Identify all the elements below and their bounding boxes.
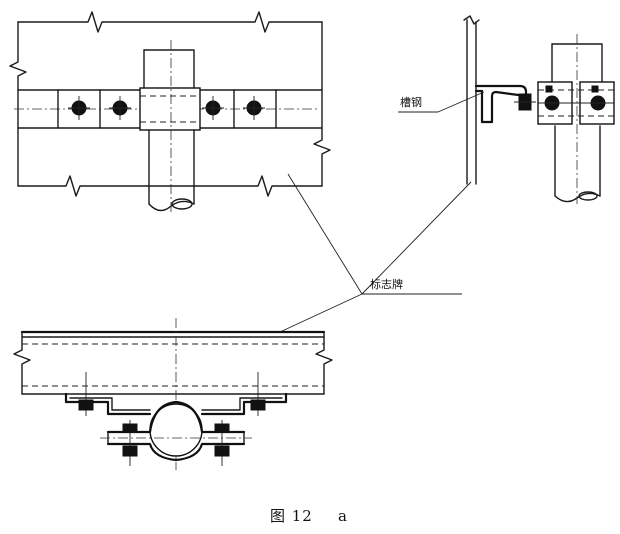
side-bracket (474, 84, 536, 124)
elevation-bracket (64, 392, 288, 416)
sign-plate-leader: 标志牌 (279, 173, 472, 333)
elevation-beam (13, 318, 333, 470)
side-clamp (537, 81, 615, 125)
plan-pipe (143, 40, 195, 212)
side-view: 槽钢 (398, 15, 615, 204)
plan-clamp-block (139, 87, 201, 131)
channel-steel-label: 槽钢 (400, 96, 422, 109)
elevation-clamp-bolt-right (214, 420, 230, 466)
channel-steel-leader: 槽钢 (398, 91, 485, 113)
elevation-bolt-left (78, 372, 94, 416)
side-pipe (551, 34, 603, 204)
plan-bolt-4 (243, 96, 265, 120)
figure-sub-label: a (338, 507, 348, 525)
elevation-view (13, 318, 333, 470)
sign-plate-label: 标志牌 (370, 277, 403, 291)
plan-break-frame (9, 11, 331, 197)
figure-number: 图 12 (270, 507, 313, 525)
plan-bolt-1 (68, 96, 90, 120)
elevation-bolt-right (250, 372, 266, 416)
plan-bolt-3 (202, 96, 224, 120)
figure-caption: 图 12 a (270, 507, 348, 525)
plan-view (9, 11, 331, 212)
side-wall (463, 15, 480, 185)
elevation-pipe-clamp (100, 400, 252, 462)
elevation-clamp-bolt-left (122, 420, 138, 466)
plan-bolt-2 (109, 96, 131, 120)
